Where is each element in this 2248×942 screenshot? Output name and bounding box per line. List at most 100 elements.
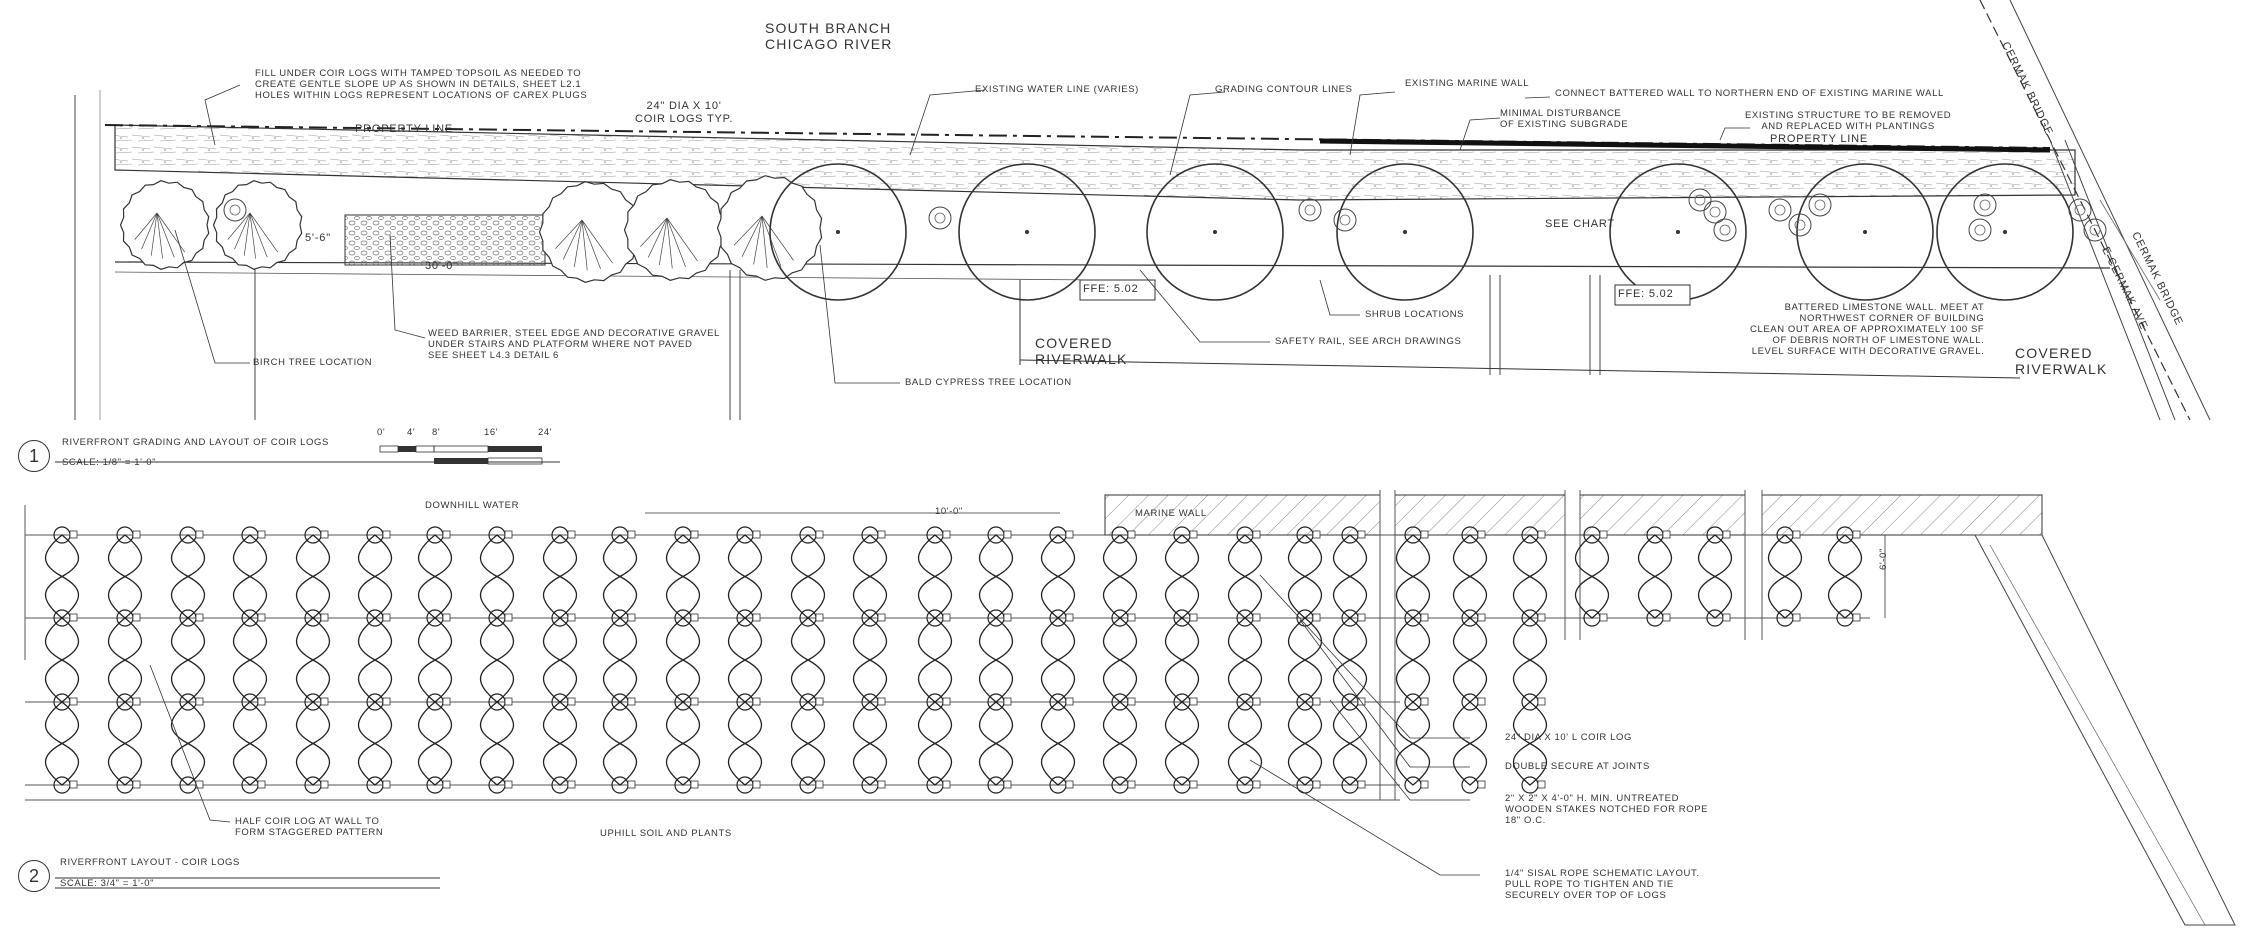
wooden-stake-icon xyxy=(1722,530,1731,539)
coir-log-icon xyxy=(1513,534,1547,619)
coir-log-icon xyxy=(666,701,700,786)
wooden-stake-icon xyxy=(1537,697,1546,706)
wooden-stake-icon xyxy=(1357,613,1366,622)
dimension-5ft: 5'-6" xyxy=(305,232,331,244)
branch-line xyxy=(243,212,251,256)
coir-log-group xyxy=(45,526,1862,794)
dimension-6ft-label: 6'-0" xyxy=(1878,548,1889,570)
wooden-stake-icon xyxy=(1312,780,1321,789)
branch-line xyxy=(581,219,588,271)
wooden-stake-icon xyxy=(1003,697,1012,706)
coir-log-icon xyxy=(1333,701,1367,786)
coir-log-icon xyxy=(853,617,887,703)
covered-riverwalk-left: COVERED RIVERWALK xyxy=(1035,335,1128,367)
branch-line xyxy=(666,217,673,269)
bald-cypress-tree-icon xyxy=(1336,163,1474,301)
coir-log-icon xyxy=(1103,617,1137,703)
branch-line xyxy=(581,219,613,264)
coir-log-icon xyxy=(853,701,887,786)
coir-log-icon xyxy=(1288,534,1322,619)
coir-log-icon xyxy=(979,534,1013,619)
wooden-stake-icon xyxy=(690,697,699,706)
wooden-stake-icon xyxy=(752,780,761,789)
coir-log-icon xyxy=(480,534,514,619)
coir-log-label: 24" DIA X 10' L COIR LOG xyxy=(1505,732,1632,743)
fill-note: FILL UNDER COIR LOGS WITH TAMPED TOPSOIL… xyxy=(255,68,588,101)
coir-log-icon xyxy=(233,534,267,619)
wooden-stake-icon xyxy=(942,780,951,789)
branch-line xyxy=(156,212,163,259)
ffe-box xyxy=(1614,284,1691,306)
shrub-inner-icon xyxy=(1694,194,1706,206)
coir-log-icon xyxy=(296,534,330,619)
coir-log-icon xyxy=(108,617,142,703)
wooden-stake-icon xyxy=(257,697,266,706)
wooden-stake-icon xyxy=(1662,530,1671,539)
marine-wall-hatch xyxy=(1579,494,1746,536)
tree-center-icon xyxy=(1213,230,1217,234)
branch-line xyxy=(741,215,763,257)
coir-log-icon xyxy=(1165,534,1199,619)
wooden-stake-icon xyxy=(132,530,141,539)
branch-line xyxy=(555,219,583,249)
coir-log-icon xyxy=(296,701,330,786)
wooden-stake-icon xyxy=(815,780,824,789)
wooden-stake-icon xyxy=(1420,697,1429,706)
wooden-stake-icon xyxy=(257,613,266,622)
downhill-water-label: DOWNHILL WATER xyxy=(425,500,520,511)
branch-line xyxy=(666,217,698,262)
wooden-stake-icon xyxy=(1189,530,1198,539)
wooden-stake-icon xyxy=(1477,697,1486,706)
shrub-inner-icon xyxy=(934,212,946,224)
battered-wall xyxy=(1974,534,2236,926)
coir-log-icon xyxy=(45,617,79,703)
shrub-icon xyxy=(2083,218,2107,242)
coir-log-icon xyxy=(1288,617,1322,703)
wooden-stake-icon xyxy=(1792,530,1801,539)
coir-log-icon xyxy=(853,534,887,619)
bridge-line xyxy=(2064,139,2176,421)
coir-log-icon xyxy=(543,534,577,619)
scale-bar xyxy=(379,445,543,465)
wooden-stake-icon xyxy=(69,780,78,789)
coir-log-icon xyxy=(1228,701,1262,786)
wooden-stake-icon xyxy=(1312,530,1321,539)
tree-center-icon xyxy=(2003,230,2007,234)
soil-strip xyxy=(114,124,2076,201)
tree-center-icon xyxy=(836,230,840,234)
shrub-icon xyxy=(2068,198,2092,222)
branch-line xyxy=(573,219,583,268)
property-line-right-label: PROPERTY LINE xyxy=(1770,133,1869,145)
branch-line xyxy=(647,217,668,258)
wooden-stake-icon xyxy=(877,780,886,789)
bridge-line xyxy=(2009,0,2211,421)
wooden-stake-icon xyxy=(382,613,391,622)
branch-line xyxy=(150,212,158,256)
wooden-stake-icon xyxy=(1065,613,1074,622)
shrub-icon xyxy=(1688,188,1712,212)
coir-log-icon xyxy=(1228,534,1262,619)
coir-log-icon xyxy=(1103,534,1137,619)
coir-log-icon xyxy=(171,701,205,786)
wooden-stake-icon xyxy=(382,780,391,789)
branch-line xyxy=(761,215,794,261)
plan-1-leaders xyxy=(174,84,1750,384)
coir-log-icon xyxy=(1638,534,1672,619)
wooden-stake-icon xyxy=(1065,530,1074,539)
wooden-stake-icon xyxy=(567,780,576,789)
bridge-line xyxy=(2099,199,2161,301)
shrub-icon xyxy=(1808,193,1832,217)
wooden-stake-icon xyxy=(1065,780,1074,789)
marine-wall-label: EXISTING MARINE WALL xyxy=(1405,78,1530,89)
shrub-locations-label: SHRUB LOCATIONS xyxy=(1365,309,1465,320)
coir-log-icon xyxy=(603,701,637,786)
coir-log-icon xyxy=(1228,617,1262,703)
wooden-stake-icon xyxy=(1599,530,1608,539)
wooden-stake-icon xyxy=(877,613,886,622)
dimension-30ft: 30'-0" xyxy=(425,260,458,272)
shrub-inner-icon xyxy=(1719,224,1731,236)
wooden-stake-icon xyxy=(815,530,824,539)
wooden-stake-icon xyxy=(1252,780,1261,789)
coir-log-icon xyxy=(1103,701,1137,786)
